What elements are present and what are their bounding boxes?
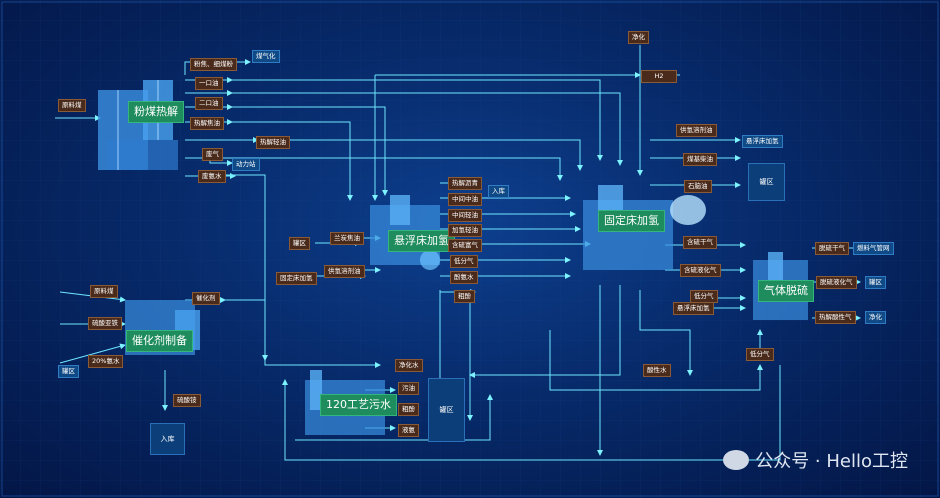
label-pyrolysis-light-oil: 热解轻油: [256, 136, 290, 149]
label-pyrolysis-asphalt: 热解沥青: [448, 177, 482, 190]
label-raw-coal-1: 原料煤: [58, 99, 86, 112]
label-low-pressure-gas-3: 低分气: [746, 348, 774, 361]
label-acid-water: 酸性水: [643, 364, 671, 377]
label-hydro-light-oil: 加氢轻油: [448, 224, 482, 237]
process-gas-desulfurization: 气体脱硫: [758, 280, 814, 302]
label-tank-area-right-2: 罐区: [865, 276, 886, 289]
label-tank-area-left: 罐区: [289, 237, 310, 250]
label-from-fixed-bed: 固定床加氢: [276, 272, 317, 285]
watermark-text: 公众号 · Hello工控: [755, 451, 908, 472]
label-liquid-ammonia: 液氨: [398, 424, 419, 437]
label-warehouse-1: 入库: [488, 185, 509, 198]
label-sulfur-dry-gas: 含硫干气: [683, 236, 717, 249]
label-power-station: 动力站: [232, 158, 260, 171]
label-oil-2: 二口油: [195, 97, 223, 110]
watermark: 公众号 · Hello工控: [723, 447, 908, 473]
label-from-slurry-bed: 悬浮床加氢: [673, 302, 714, 315]
label-to-slurry-bed: 悬浮床加氢: [742, 135, 783, 148]
label-purify-top: 净化: [628, 31, 649, 44]
label-h2: H2: [641, 70, 677, 83]
label-sulfur-lpg: 含硫液化气: [680, 264, 721, 277]
label-desulfurized-lpg: 脱硫液化气: [816, 276, 857, 289]
label-purified-water: 净化水: [395, 359, 423, 372]
label-phenol-ammonia-water: 酚氨水: [450, 271, 478, 284]
label-pyrolysis-acid-gas: 热解酸性气: [815, 311, 856, 324]
process-catalyst-preparation: 催化剂制备: [126, 330, 193, 352]
label-waste-ammonia-water: 废氨水: [198, 170, 226, 183]
tank-area-center: 罐区: [428, 378, 465, 442]
wechat-icon: [723, 450, 750, 470]
label-hydrogen-donor-solvent-1: 供氢溶剂油: [676, 124, 717, 137]
tank-area-right: 罐区: [748, 163, 785, 201]
warehouse-2: 入库: [150, 423, 185, 455]
process-coal-pyrolysis: 粉煤热解: [128, 101, 184, 123]
label-coal-diesel: 煤基柴油: [683, 153, 717, 166]
process-slurry-bed-hydrogenation: 悬浮床加氢: [388, 230, 455, 252]
label-crude-phenol-1: 粗酚: [454, 290, 475, 303]
label-oil-1: 一口油: [195, 77, 223, 90]
label-ferrous-sulfate: 硫酸亚铁: [88, 317, 122, 330]
label-coal-gasification: 煤气化: [252, 50, 280, 63]
label-ammonia-water-20: 20%氨水: [88, 355, 124, 368]
label-tank-area-bottom-left: 罐区: [58, 365, 79, 378]
label-fuel-gas-network: 燃料气管网: [853, 242, 894, 255]
label-naphtha: 石脑油: [684, 180, 712, 193]
label-desulfurized-dry-gas: 脱硫干气: [815, 242, 849, 255]
label-semi-coke-tar: 兰炭焦油: [330, 232, 364, 245]
pyrolysis-equipment: [98, 80, 178, 170]
label-hydrogen-donor-solvent-2: 供氢溶剂油: [324, 265, 365, 278]
label-waste-gas: 废气: [202, 148, 223, 161]
label-catalyst: 催化剂: [192, 292, 220, 305]
label-middle-light-oil: 中间轻油: [448, 209, 482, 222]
label-purify-right: 净化: [865, 311, 886, 324]
label-sulfur-rich-gas: 含硫富气: [448, 239, 482, 252]
process-fixed-bed-hydrogenation: 固定床加氢: [598, 210, 665, 232]
label-dirty-oil: 污油: [398, 382, 419, 395]
label-low-pressure-gas-1: 低分气: [450, 255, 478, 268]
label-raw-coal-2: 原料煤: [90, 285, 118, 298]
label-coke-powder: 粉焦、细煤粉: [190, 58, 237, 71]
label-middle-medium-oil: 中间中油: [448, 193, 482, 206]
label-crude-phenol-2: 粗酚: [398, 403, 419, 416]
process-wastewater-120: 120工艺污水: [320, 394, 397, 416]
label-ammonium-sulfate: 硫酸铵: [173, 394, 201, 407]
label-pyrolysis-tar: 热解焦油: [190, 117, 224, 130]
